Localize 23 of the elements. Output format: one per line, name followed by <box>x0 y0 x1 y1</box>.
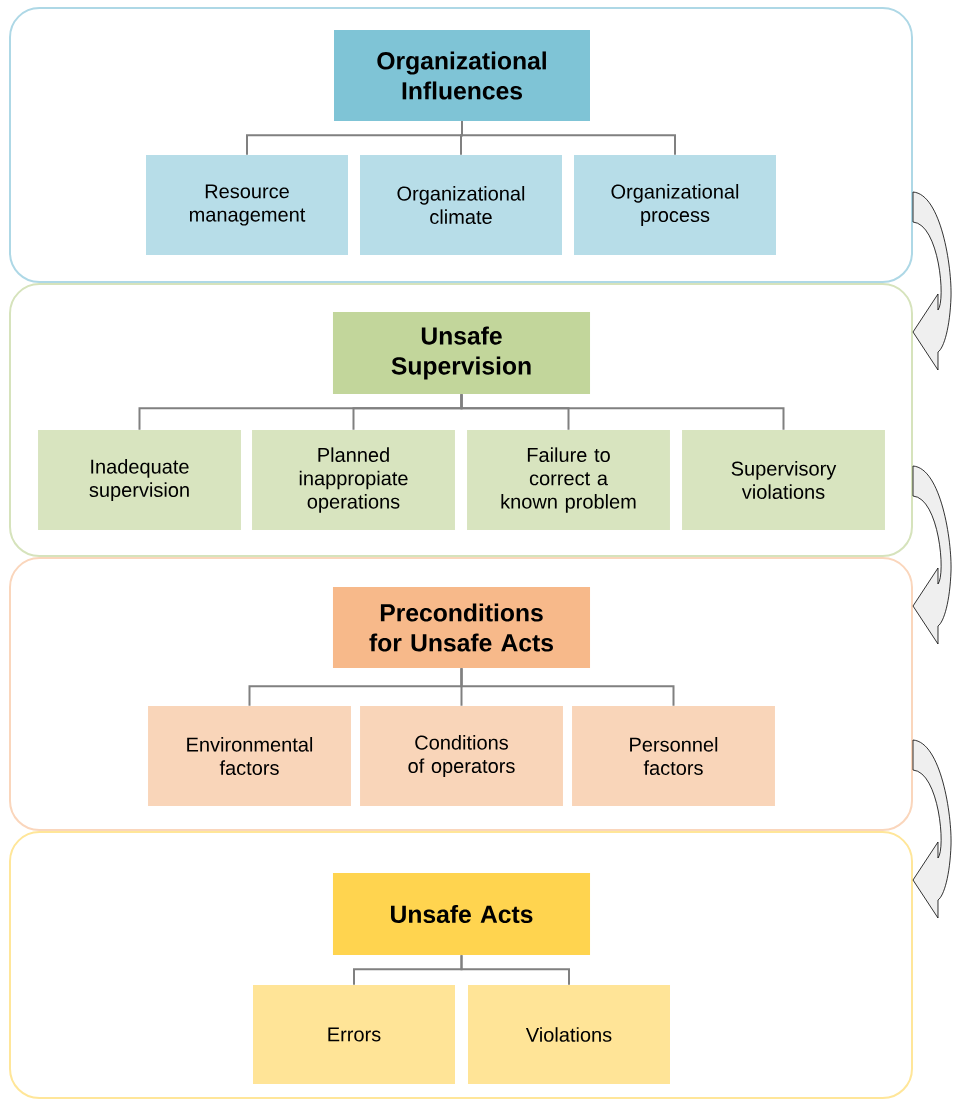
curved-arrow <box>912 739 952 919</box>
category-box: Personnel factors <box>572 706 775 806</box>
category-box: Planned inappropiate operations <box>252 430 455 530</box>
curved-arrow <box>912 465 952 645</box>
category-box: Failure to correct a known problem <box>467 430 670 530</box>
category-box: Organizational process <box>574 155 776 255</box>
category-box: Organizational climate <box>360 155 562 255</box>
category-box: Errors <box>253 985 455 1084</box>
tree-connector <box>460 667 675 707</box>
tree-connector <box>460 393 785 431</box>
category-box: Violations <box>468 985 670 1084</box>
level-heading-box: Unsafe Acts <box>332 873 591 955</box>
level-heading-box: Unsafe Supervision <box>332 312 591 394</box>
category-box: Inadequate supervision <box>38 430 241 530</box>
category-box: Resource management <box>146 155 348 255</box>
tree-connector <box>461 120 676 156</box>
curved-arrow <box>912 191 952 371</box>
category-box: Supervisory violations <box>682 430 885 530</box>
tree-connector <box>460 954 570 986</box>
category-box: Conditions of operators <box>360 706 563 806</box>
level-heading-box: Organizational Influences <box>334 30 590 121</box>
level-heading-box: Preconditions for Unsafe Acts <box>332 587 591 669</box>
category-box: Environmental factors <box>148 706 351 806</box>
